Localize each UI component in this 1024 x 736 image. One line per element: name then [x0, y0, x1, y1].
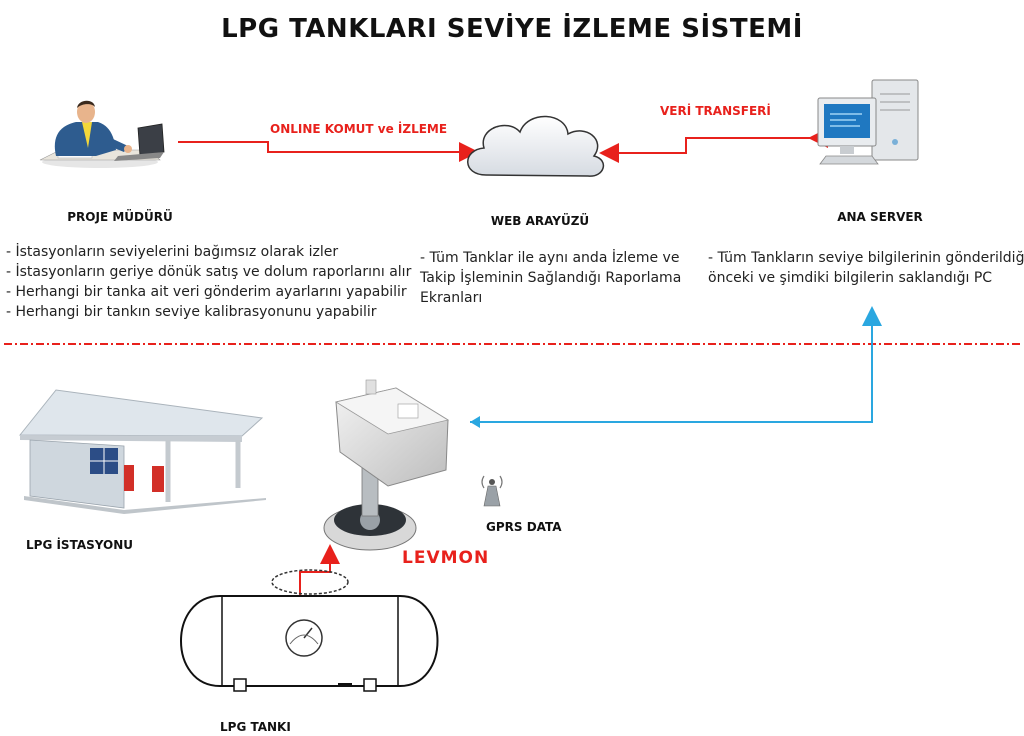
manager-item: - İstasyonların seviyelerini bağımsız ol…: [6, 244, 339, 260]
web-description-line: Takip İşleminin Sağlandığı Raporlama: [420, 270, 682, 286]
web-description: - Tüm Tanklar ile aynı anda İzleme ve Ta…: [420, 248, 681, 308]
server-description-line: - Tüm Tankların seviye bilgilerinin gönd…: [708, 250, 1024, 266]
transfer-link: [599, 128, 828, 163]
tank-icon: [180, 569, 439, 692]
cloud-icon: [467, 115, 605, 177]
level-sensor-icon: [323, 379, 450, 551]
manager-item: - Herhangi bir tanka ait veri gönderim a…: [6, 284, 407, 300]
server-label: ANA SERVER: [837, 210, 923, 224]
manager-description: - İstasyonların seviyelerini bağımsız ol…: [6, 242, 411, 322]
server-description: - Tüm Tankların seviye bilgilerinin gönd…: [708, 248, 1024, 288]
web-description-line: Ekranları: [420, 290, 483, 306]
web-label: WEB ARAYÜZÜ: [490, 214, 590, 228]
desktop-computer-icon: [817, 79, 919, 165]
gprs-label: GPRS DATA: [486, 520, 562, 534]
server-description-line: önceki ve şimdiki bilgilerin saklandığı …: [708, 270, 993, 286]
tank-label: LPG TANKI: [220, 720, 291, 734]
sensor-tank-link: [299, 544, 340, 596]
page-title: LPG TANKLARI SEVİYE İZLEME SİSTEMİ: [221, 14, 803, 44]
manager-item: - Herhangi bir tankın seviye kalibrasyon…: [6, 304, 377, 320]
online-flow-label: ONLINE KOMUT ve İZLEME: [270, 122, 448, 136]
online-link: [178, 141, 479, 162]
person-at-computer-icon: [39, 100, 165, 168]
station-label: LPG İSTASYONU: [26, 538, 134, 552]
manager-item: - İstasyonların geriye dönük satış ve do…: [6, 264, 412, 280]
antenna-icon: [481, 475, 503, 507]
gprs-link: [470, 306, 882, 423]
gas-station-icon: [18, 389, 266, 514]
transfer-flow-label: VERİ TRANSFERİ: [660, 104, 771, 118]
web-description-line: - Tüm Tanklar ile aynı anda İzleme ve: [420, 250, 680, 266]
manager-label: PROJE MÜDÜRÜ: [67, 210, 173, 224]
levmon-label: LEVMON: [402, 548, 490, 568]
